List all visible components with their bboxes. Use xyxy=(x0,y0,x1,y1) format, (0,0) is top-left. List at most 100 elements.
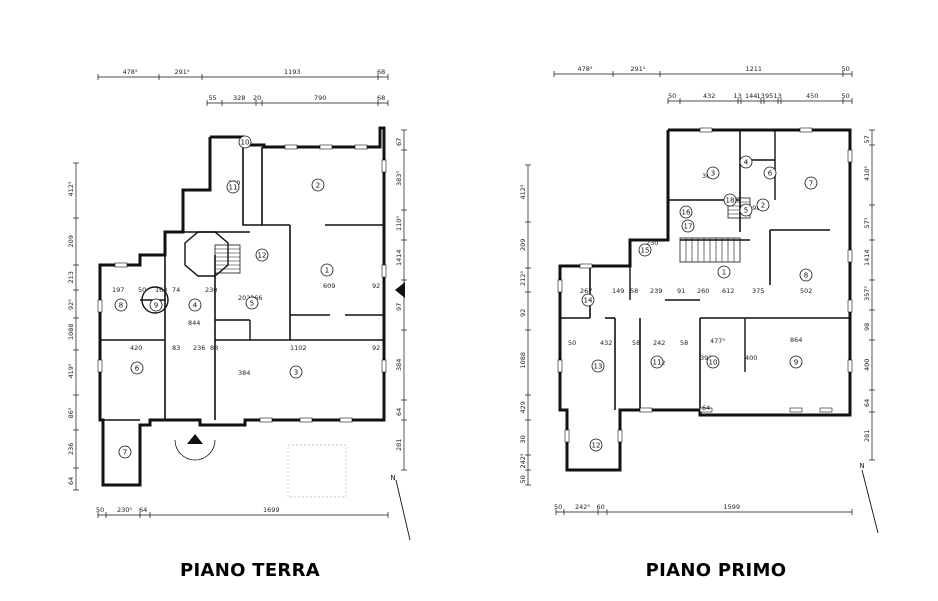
first-top-dim-2-label: 50 xyxy=(668,92,676,100)
room-number-marker xyxy=(706,355,720,369)
first-right-dim-label: 64 xyxy=(863,399,871,407)
window xyxy=(381,159,387,173)
room-number: 14 xyxy=(584,296,593,304)
room-number-marker xyxy=(756,198,770,212)
room-number-marker xyxy=(789,355,803,369)
room-number-marker xyxy=(320,263,334,277)
ground-inner-dimension-label: 92 xyxy=(372,282,380,290)
room-number: 9 xyxy=(154,301,158,309)
first-right-dim-label: 98 xyxy=(863,323,871,331)
room-number-marker xyxy=(255,248,269,262)
window xyxy=(381,359,387,373)
first-inner-dimension-label: 260 xyxy=(697,287,709,295)
window xyxy=(97,359,103,373)
window xyxy=(617,429,623,443)
first-inner-dimension-label: 432 xyxy=(600,339,612,347)
window xyxy=(557,279,563,293)
ground-top-dim-2-label: 328 xyxy=(233,94,245,102)
ground-right-dim-label: 64 xyxy=(395,408,403,416)
room-number-marker xyxy=(581,293,595,307)
room-number: 8 xyxy=(119,301,123,309)
room-number: 11 xyxy=(229,183,238,191)
first-inner-dimension-label: 393 xyxy=(700,354,712,362)
room-number: 3 xyxy=(294,368,298,376)
first-right-dim-label: 1414 xyxy=(863,249,871,266)
first-right-dim-label: 357⁵ xyxy=(863,286,871,301)
room-number-marker xyxy=(226,180,240,194)
ground-top-dim-2-label: 790 xyxy=(314,94,326,102)
room-number: 10 xyxy=(241,138,250,146)
window xyxy=(699,127,713,133)
ground-right-dim-label: 281 xyxy=(395,439,403,451)
first-top-dim-1-label: 50 xyxy=(842,65,850,73)
first-top-dim-1-label: 1211 xyxy=(746,65,763,73)
room-number: 3 xyxy=(711,169,715,177)
room-number: 7 xyxy=(123,448,127,456)
first-left-dim-label: 212⁵ xyxy=(519,271,527,286)
wall xyxy=(558,128,852,472)
first-inner-dimension-label: 50 xyxy=(568,339,576,347)
ground-top-dim-2-label: 55 xyxy=(209,94,217,102)
ground-top-dim-1-label: 478⁵ xyxy=(123,68,138,76)
window xyxy=(114,262,128,268)
first-right-dim-label: 57 xyxy=(863,135,871,143)
first-inner-dimension-label: 477⁵ xyxy=(710,337,725,345)
first-right-dim-label: 281 xyxy=(863,430,871,442)
ground-right-dim-label: 384 xyxy=(395,359,403,371)
first-top-dim-1-label: 478⁵ xyxy=(578,65,593,73)
ground-inner-dimension-label: 1102 xyxy=(290,344,307,352)
pencil-sketch-mark xyxy=(287,444,347,498)
room-number: 5 xyxy=(744,206,748,214)
window xyxy=(319,144,333,150)
window xyxy=(284,144,298,150)
first-inner-dimension-label: 375 xyxy=(752,287,764,295)
ground-left-dim-label: 412⁵ xyxy=(67,181,75,196)
round-room-wall xyxy=(141,286,169,314)
first-left-dim-label: 429 xyxy=(519,401,527,413)
wall xyxy=(98,126,386,487)
room-number-marker xyxy=(739,155,753,169)
room-number-marker xyxy=(130,361,144,375)
first-left-dim-label: 30 xyxy=(519,435,527,443)
room-number-marker xyxy=(245,296,259,310)
ground-inner-dimension-label: 844 xyxy=(188,319,200,327)
first-inner-dimension-label: 58 xyxy=(680,339,688,347)
window xyxy=(699,407,713,413)
ground-inner-dimension-label: 384 xyxy=(238,369,250,377)
room-number-marker xyxy=(739,203,753,217)
room-number: 7 xyxy=(809,179,813,187)
room-number: 12 xyxy=(592,441,601,449)
ground-inner-dimension-label: 83 xyxy=(210,344,218,352)
room-number: 4 xyxy=(744,158,749,166)
ground-right-dim-label: 67 xyxy=(395,138,403,146)
ground-left-dim-label: 92⁵ xyxy=(67,299,75,310)
room-number: 2 xyxy=(761,201,765,209)
first-right-dim-label: 410⁵ xyxy=(863,166,871,181)
first-left-dim-label: 50 xyxy=(519,475,527,483)
room-number-marker xyxy=(638,243,652,257)
ground-inner-dimension-label: 50 xyxy=(138,286,146,294)
window xyxy=(557,359,563,373)
first-left-dim-label: 92 xyxy=(519,309,527,317)
stair-outline xyxy=(214,244,241,274)
window xyxy=(847,149,853,163)
ground-inner-dimension-label: 230 xyxy=(205,286,217,294)
room-number: 10 xyxy=(709,358,718,366)
first-inner-dimension-label: 400 xyxy=(745,354,757,362)
ground-left-dim-label: 1088 xyxy=(67,323,75,340)
ground-inner-dimension-label: 420 xyxy=(130,344,142,352)
first-top-dim-2-label: 95 xyxy=(765,92,773,100)
ground-inner-dimension-label: 609 xyxy=(323,282,335,290)
north-label: N xyxy=(859,462,864,470)
ground-right-dim-label: 1414 xyxy=(395,249,403,266)
first-left-dim-label: 412⁵ xyxy=(519,184,527,199)
north-arrow-line xyxy=(861,469,879,534)
ground-top-dim-1-label: 68 xyxy=(377,68,385,76)
ground-inner-dimension-label: 236 xyxy=(193,344,205,352)
ground-bottom-dim-label: 1699 xyxy=(263,506,280,514)
window xyxy=(339,417,353,423)
ground-left-dim-label: 213 xyxy=(67,271,75,283)
window xyxy=(259,417,273,423)
